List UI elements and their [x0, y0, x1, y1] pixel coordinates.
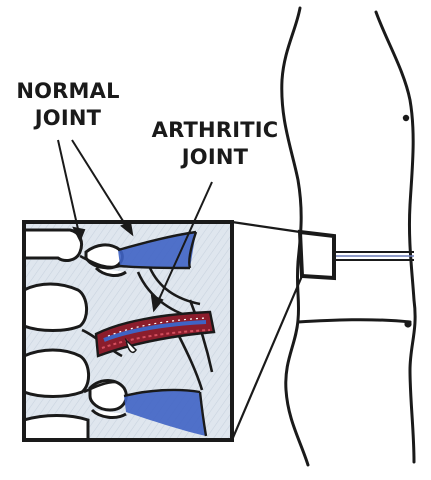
spine-section-marker [300, 232, 414, 278]
normal-joint-label-line-2: JOINT [6, 105, 130, 132]
hip-dot [404, 320, 411, 327]
arthritic-joint-label: ARTHRITIC JOINT [142, 117, 288, 171]
zoom-lines [232, 222, 302, 440]
inset-panel [24, 222, 232, 440]
arthritic-joint-label-line-1: ARTHRITIC [142, 117, 288, 144]
arthritic-joint-label-line-2: JOINT [142, 144, 288, 171]
normal-joint-label-line-1: NORMAL [6, 78, 130, 105]
normal-joint-label: NORMAL JOINT [6, 78, 130, 132]
navel-dot [403, 115, 409, 121]
front-outline [376, 12, 415, 462]
hip-curve [298, 320, 410, 322]
